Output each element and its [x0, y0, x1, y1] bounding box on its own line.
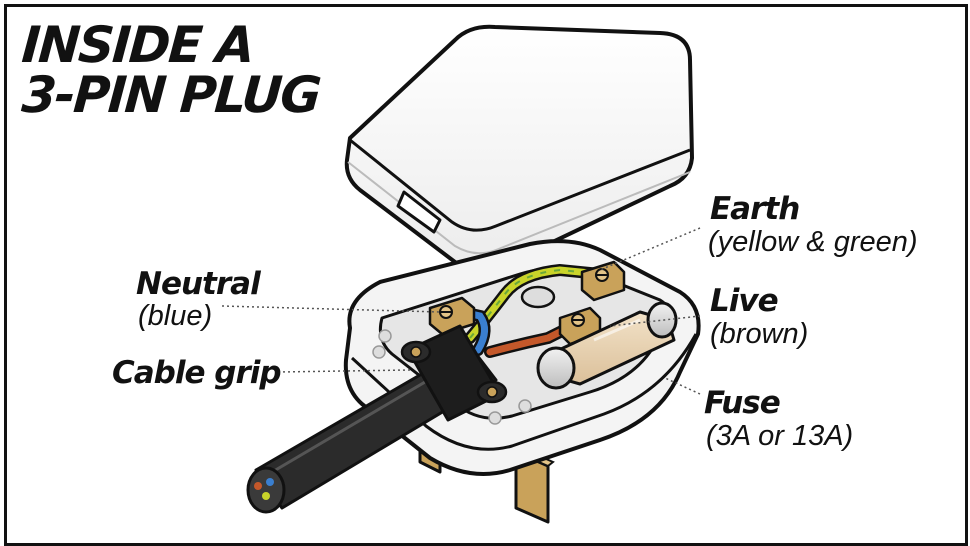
neutral-terminal — [428, 296, 476, 336]
neutral-wire — [458, 308, 488, 354]
live-label: Live — [710, 283, 779, 319]
earth-terminal — [580, 260, 626, 302]
neutral-label: Neutral — [136, 266, 261, 302]
terminals — [428, 260, 626, 346]
earth-label: Earth — [710, 191, 800, 227]
grip-leader — [277, 369, 411, 373]
image-frame — [4, 4, 968, 546]
fuse-label: Fuse — [704, 385, 781, 421]
wires — [456, 263, 606, 358]
neutral-detail: (blue) — [138, 300, 213, 332]
live-detail: (brown) — [710, 318, 809, 350]
cable-grip — [400, 324, 508, 422]
plug-lid — [344, 24, 694, 273]
fuse-leader — [664, 377, 701, 395]
live-leader — [609, 315, 701, 327]
earth-leader — [599, 227, 701, 271]
leader-lines — [221, 227, 701, 395]
fuse-detail: (3A or 13A) — [706, 420, 854, 452]
earth-detail: (yellow & green) — [708, 226, 918, 258]
live-wire — [486, 322, 576, 356]
cable-grip-label: Cable grip — [112, 355, 282, 391]
fuse — [536, 301, 678, 390]
neutral-leader — [221, 305, 441, 313]
